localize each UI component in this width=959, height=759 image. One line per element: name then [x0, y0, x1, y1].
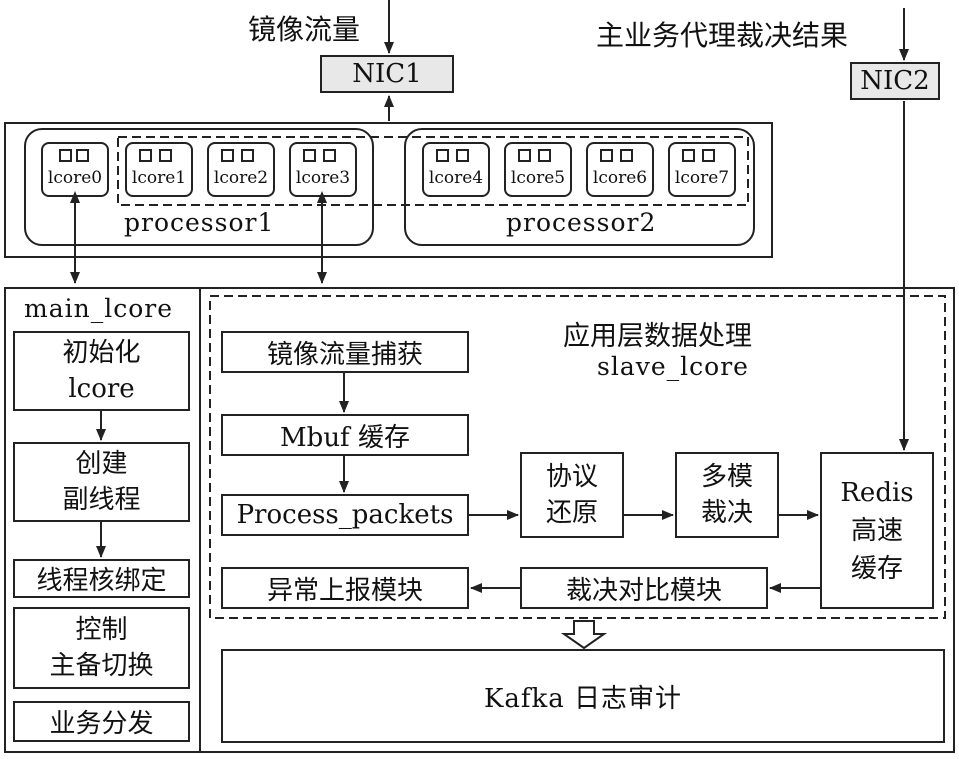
to-kafka-hollow-arrow	[560, 620, 608, 650]
restore-line1: 协议	[545, 462, 598, 492]
master-slave-switch-box: 控制 主备切换	[13, 607, 190, 689]
lcore1-box: lcore1	[125, 142, 193, 197]
redis-cache-box: Redis 高速 缓存	[820, 452, 934, 609]
lcore0-label: lcore0	[47, 168, 103, 188]
create-line2: 副线程	[62, 485, 141, 515]
protocol-restore-box: 协议 还原	[520, 452, 624, 538]
lcore3-label: lcore3	[295, 168, 351, 188]
app-layer-dashed-frame	[209, 295, 946, 619]
slave-lcore-title: slave_lcore	[597, 352, 749, 381]
app-layer-title: 应用层数据处理	[563, 321, 752, 352]
redis-line2: 高速	[850, 515, 903, 546]
ctrl-line1: 控制	[75, 615, 128, 645]
lcore6-box: lcore6	[586, 142, 654, 197]
mirror-traffic-label: 镜像流量	[248, 13, 361, 46]
redis-line1: Redis	[840, 477, 914, 508]
dispatch-box: 业务分发	[13, 701, 190, 742]
bind-core-box: 线程核绑定	[13, 559, 190, 598]
lcore4-label: lcore4	[428, 168, 484, 188]
nic1-box: NIC1	[320, 55, 454, 93]
mbuf-box: Mbuf 缓存	[221, 414, 469, 456]
lcore4-box: lcore4	[422, 142, 490, 197]
restore-line2: 还原	[545, 498, 598, 528]
arbiter-result-label: 主业务代理裁决结果	[596, 19, 849, 52]
lcore7-box: lcore7	[668, 142, 736, 197]
multi-line1: 多模	[700, 462, 753, 492]
lcore2-label: lcore2	[213, 168, 269, 188]
worker-cores-dashed-frame	[117, 136, 749, 206]
kafka-audit-box: Kafka 日志审计	[221, 649, 945, 743]
multi-arbitration-box: 多模 裁决	[675, 452, 779, 538]
lcore7-label: lcore7	[674, 168, 730, 188]
lcore3-box: lcore3	[289, 142, 357, 197]
lcore0-box: lcore0	[41, 142, 109, 197]
lcore2-box: lcore2	[207, 142, 275, 197]
process-packets-box: Process_packets	[221, 494, 469, 536]
anomaly-report-box: 异常上报模块	[221, 567, 469, 609]
init-line2: lcore	[68, 374, 135, 404]
capture-box: 镜像流量捕获	[221, 331, 469, 373]
lcore5-label: lcore5	[510, 168, 566, 188]
processor1-label: processor1	[124, 208, 275, 237]
lcore1-label: lcore1	[131, 168, 187, 188]
init-lcore-box: 初始化 lcore	[13, 331, 190, 411]
main-lcore-title: main_lcore	[24, 294, 174, 323]
processor2-label: processor2	[506, 208, 657, 237]
lcore5-box: lcore5	[504, 142, 572, 197]
create-thread-box: 创建 副线程	[13, 442, 190, 522]
create-line1: 创建	[75, 449, 128, 479]
arbitration-compare-box: 裁决对比模块	[520, 567, 768, 609]
ctrl-line2: 主备切换	[49, 651, 154, 681]
lcore6-label: lcore6	[592, 168, 648, 188]
nic2-box: NIC2	[850, 62, 940, 100]
redis-line3: 缓存	[850, 553, 903, 584]
multi-line2: 裁决	[700, 498, 753, 528]
init-line1: 初始化	[62, 338, 141, 368]
